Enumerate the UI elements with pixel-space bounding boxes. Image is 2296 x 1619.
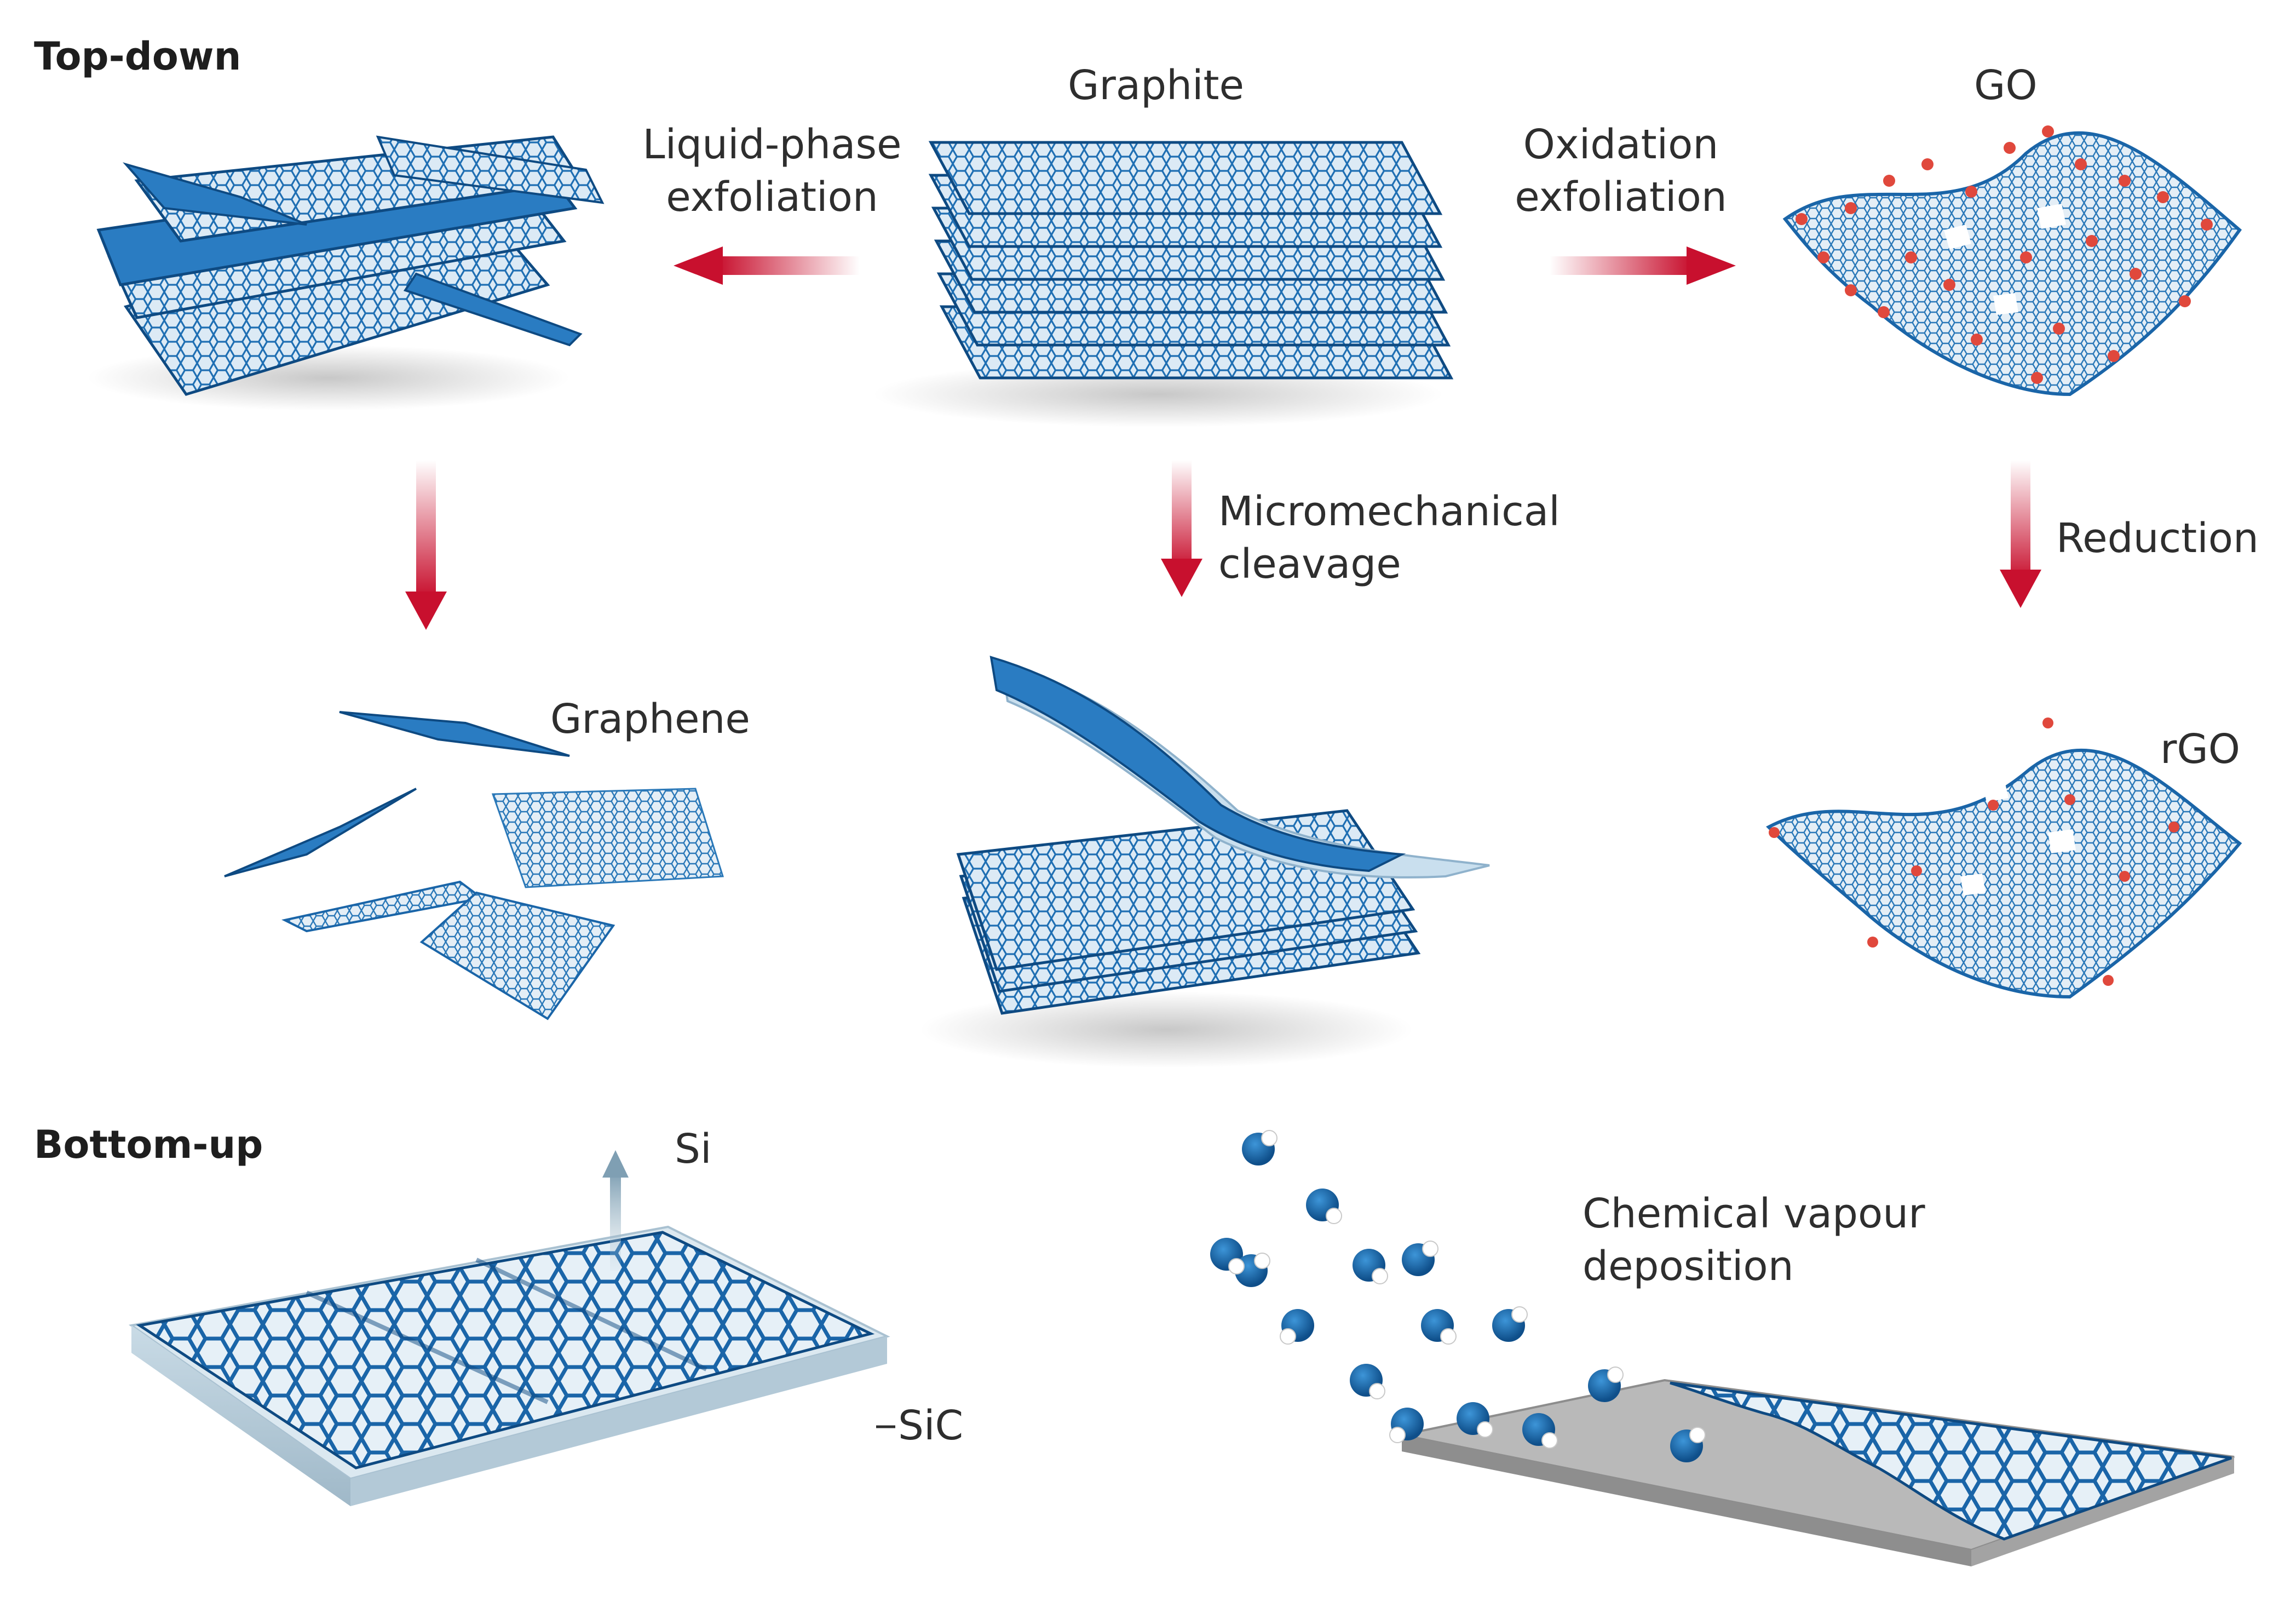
liquid-phase-label: Liquid-phase exfoliation <box>619 118 925 223</box>
cvd-line-1: Chemical vapour <box>1583 1190 1925 1237</box>
graphene-oxide-sheet <box>1782 131 2242 397</box>
oxidation-line-2: exfoliation <box>1515 174 1727 221</box>
cleaved-graphite <box>920 656 1490 1068</box>
oxidation-label: Oxidation exfoliation <box>1473 118 1769 223</box>
arrow-liquid-to-graphene <box>405 460 447 630</box>
arrow-liquid-phase <box>674 246 860 285</box>
bottom-up-heading: Bottom-up <box>34 1122 263 1167</box>
micromechanical-line-1: Micromechanical <box>1218 488 1560 535</box>
exfoliated-flakes <box>88 135 605 411</box>
oxygen-groups-rgo <box>1769 717 2179 986</box>
graphene-label: Graphene <box>550 696 750 743</box>
liquid-phase-line-2: exfoliation <box>666 174 878 221</box>
sic-label: SiC <box>898 1402 964 1449</box>
graphite-label: Graphite <box>1068 62 1245 109</box>
cvd-label: Chemical vapour deposition <box>1583 1187 1925 1293</box>
micromechanical-line-2: cleavage <box>1218 541 1401 588</box>
si-sublimation-arrow <box>602 1150 629 1271</box>
reduced-graphene-oxide-sheet <box>1766 748 2242 999</box>
arrow-oxidation <box>1550 246 1736 285</box>
reduction-label: Reduction <box>2056 515 2259 562</box>
liquid-phase-line-1: Liquid-phase <box>642 121 902 168</box>
micromechanical-label: Micromechanical cleavage <box>1218 485 1560 590</box>
cvd-line-2: deposition <box>1583 1243 1794 1290</box>
oxygen-groups-go <box>1796 125 2213 384</box>
go-label: GO <box>1974 62 2038 109</box>
top-down-heading: Top-down <box>34 34 241 79</box>
rgo-label: rGO <box>2160 726 2241 773</box>
graphene-flakes <box>224 711 724 1020</box>
arrow-micromechanical <box>1161 460 1202 597</box>
si-label: Si <box>675 1126 712 1173</box>
epitaxial-graphene <box>136 1231 875 1469</box>
graphite-stack <box>873 141 1454 427</box>
precursor-hydrogens <box>1228 1130 1706 1449</box>
arrow-reduction <box>2000 460 2041 608</box>
oxidation-line-1: Oxidation <box>1523 121 1719 168</box>
cvd-graphene-film <box>1670 1381 2232 1541</box>
